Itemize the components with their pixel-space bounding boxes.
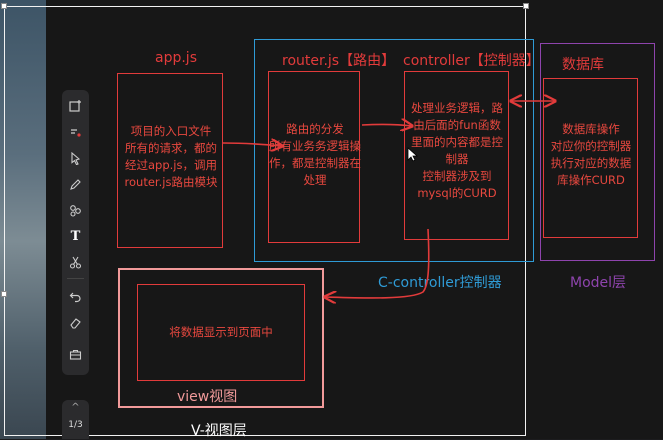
selection-handle-tr[interactable] bbox=[523, 3, 529, 9]
router-label: router.js【路由】 bbox=[282, 53, 396, 69]
model-group-box[interactable] bbox=[540, 43, 655, 261]
shape-icon[interactable] bbox=[62, 122, 89, 142]
briefcase-icon[interactable] bbox=[62, 344, 89, 364]
view-group-box[interactable] bbox=[118, 268, 324, 408]
view-box[interactable] bbox=[137, 284, 305, 381]
text-icon[interactable]: T bbox=[62, 226, 89, 246]
selection-handle-left[interactable] bbox=[1, 291, 7, 297]
text-tool-label: T bbox=[70, 228, 81, 244]
select-arrow-icon[interactable] bbox=[62, 148, 89, 168]
drawing-toolbar: T bbox=[62, 90, 89, 375]
scissors-icon[interactable] bbox=[62, 252, 89, 272]
view-label: view视图 bbox=[177, 389, 238, 405]
undo-icon[interactable] bbox=[62, 286, 89, 306]
background-photo-strip bbox=[0, 0, 46, 439]
database-description: 数据库操作 对应你的控制器 执行对应的数据 库操作CURD bbox=[550, 122, 632, 187]
database-box[interactable] bbox=[543, 78, 638, 238]
app-description: 项目的入口文件 所有的请求，都的 经过app.js，调用 router.js路由… bbox=[124, 124, 218, 189]
c-controller-label: C-controller控制器 bbox=[378, 275, 502, 291]
page-indicator[interactable]: ^ 1/3 bbox=[62, 400, 89, 439]
page-number: 1/3 bbox=[68, 420, 83, 430]
router-box[interactable] bbox=[268, 71, 360, 243]
controller-label: controller【控制器】 bbox=[403, 53, 540, 69]
page-up-icon[interactable]: ^ bbox=[71, 402, 80, 413]
add-frame-icon[interactable] bbox=[62, 96, 89, 116]
app-box[interactable] bbox=[117, 73, 223, 248]
eraser-icon[interactable] bbox=[62, 312, 89, 332]
view-description: 将数据显示到页面中 bbox=[169, 325, 273, 339]
v-layer-label: V-视图层 bbox=[191, 423, 247, 439]
database-label: 数据库 bbox=[562, 57, 604, 73]
controller-box[interactable] bbox=[404, 71, 509, 240]
app-label: app.js bbox=[155, 50, 197, 66]
controller-description: 处理业务逻辑，路 由后面的fun函数 里面的内容都是控 制器 控制器涉及到 my… bbox=[411, 101, 503, 200]
cluster-icon[interactable] bbox=[62, 200, 89, 220]
toolbar-divider bbox=[67, 278, 84, 279]
model-layer-label: Model层 bbox=[570, 275, 627, 291]
pen-icon[interactable] bbox=[62, 174, 89, 194]
selection-handle-tl[interactable] bbox=[1, 3, 7, 9]
router-description: 路由的分发 所有业务务逻辑操 作，都是控制器在 处理 bbox=[269, 122, 361, 187]
